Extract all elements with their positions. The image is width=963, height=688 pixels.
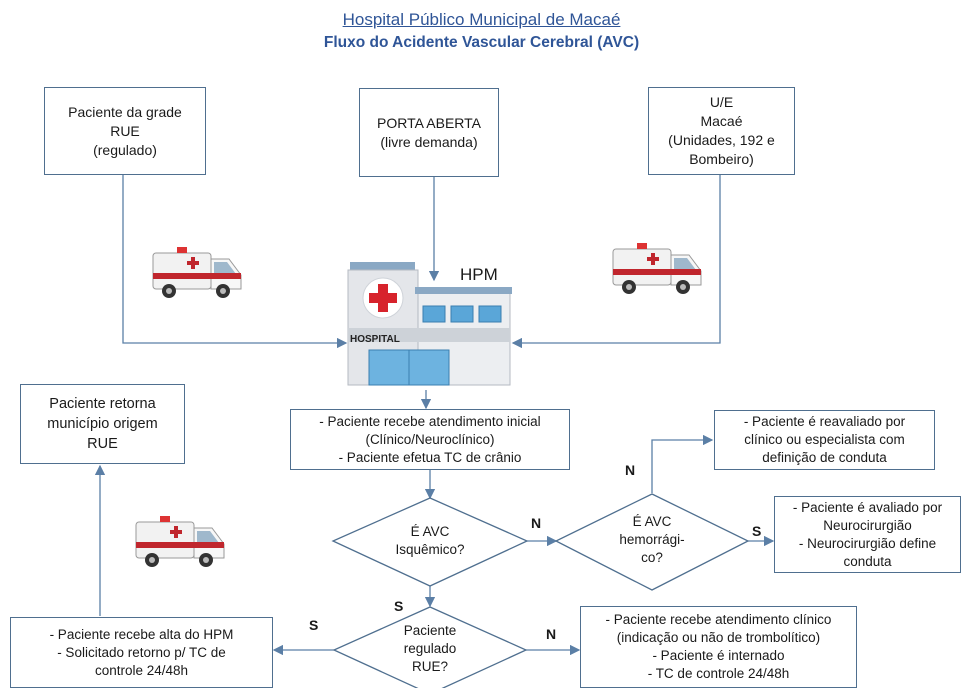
ambulance-icon: [135, 516, 225, 567]
decision-isquemico-shape: [331, 497, 529, 587]
decision-isquemico: É AVC Isquêmico?: [395, 524, 465, 557]
decision-hemorragico-shape: [554, 493, 750, 591]
hospitalized-box: - Paciente recebe atendimento clínico (i…: [580, 606, 857, 688]
label-n-regulado: N: [546, 626, 557, 642]
source-porta-aberta-box: PORTA ABERTA (livre demanda): [359, 88, 499, 177]
decision-regulado-shape: [332, 606, 528, 688]
hospital-sign: HOSPITAL: [350, 334, 400, 345]
discharge-box: - Paciente recebe alta do HPM - Solicita…: [10, 617, 273, 688]
label-s-regulado: S: [309, 617, 319, 633]
source-rue-box: Paciente da grade RUE (regulado): [44, 87, 206, 175]
hospital-name: HPM: [460, 265, 498, 284]
ambulance-icon: [152, 247, 242, 298]
return-origin-box: Paciente retorna município origem RUE: [20, 384, 185, 464]
hospital-building-icon: [347, 262, 512, 386]
reevaluated-box: - Paciente é reavaliado por clínico ou e…: [714, 410, 935, 470]
neurosurgery-box: - Paciente é avaliado por Neurocirurgião…: [774, 496, 961, 573]
decision-hemorragico: É AVC hemorrági- co?: [619, 514, 685, 565]
initial-care-box: - Paciente recebe atendimento inicial (C…: [290, 409, 570, 470]
ambulance-icon: [612, 243, 702, 294]
label-s-hemorragico: S: [752, 523, 762, 539]
label-s-isquemico: S: [394, 598, 404, 614]
source-ue-box: U/E Macaé (Unidades, 192 e Bombeiro): [648, 87, 795, 175]
label-n-hemorragico: N: [625, 462, 636, 478]
label-n-isquemico: N: [531, 515, 542, 531]
page-title: Hospital Público Municipal de Macaé: [342, 10, 621, 29]
decision-regulado: Paciente regulado RUE?: [403, 623, 457, 674]
page-subtitle: Fluxo do Acidente Vascular Cerebral (AVC…: [323, 34, 640, 51]
